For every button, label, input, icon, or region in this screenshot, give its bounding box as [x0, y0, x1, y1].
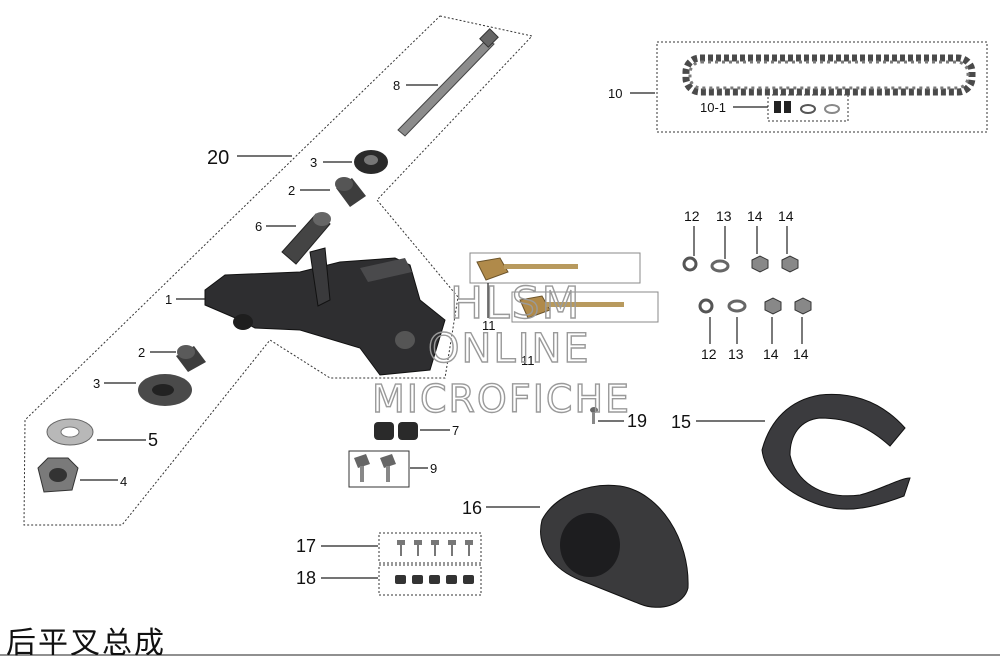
flat-washer [46, 418, 94, 446]
flat-washer-13b [727, 299, 747, 313]
bushing-top [335, 177, 366, 207]
hex-nut-14c [764, 297, 782, 315]
bolt17-box [378, 532, 482, 564]
callout-14b: 14 [778, 208, 794, 224]
callout-10-1: 10-1 [700, 100, 726, 115]
callout-14a: 14 [747, 208, 763, 224]
spring-washer-12a [682, 256, 698, 272]
nut18-box [378, 564, 482, 596]
chain-group-outline [656, 41, 988, 133]
chain-adjuster-1 [476, 257, 578, 281]
swingarm-group-outline [23, 15, 533, 526]
pivot-sleeve [281, 212, 331, 265]
hex-nut-14a [751, 255, 769, 273]
flat-washer-13a [710, 259, 730, 273]
callout-5: 5 [148, 430, 158, 450]
callout-13a: 13 [716, 208, 732, 224]
callout-11a: 11 [482, 318, 496, 333]
callout-2-lower: 2 [138, 345, 145, 360]
axle-bolt [397, 28, 499, 137]
watermark-line-2: ONLINE [428, 326, 591, 372]
callout-3-top: 3 [310, 155, 317, 170]
watermark-line-1: HLSM [450, 278, 582, 329]
lower-chain-cover [540, 484, 689, 608]
callout-7: 7 [452, 423, 459, 438]
watermark-line-3: MICROFICHE [372, 377, 631, 421]
drive-chain [682, 54, 976, 96]
adjuster-box-1 [469, 252, 641, 284]
callout-16: 16 [462, 498, 482, 518]
callout-2-top: 2 [288, 183, 295, 198]
callout-10: 10 [608, 86, 622, 101]
screw-19 [590, 407, 598, 424]
flange-nut [37, 457, 79, 493]
spring-washer-12b [698, 298, 714, 314]
callout-9: 9 [430, 461, 437, 476]
callout-12a: 12 [684, 208, 700, 224]
callout-6: 6 [255, 219, 262, 234]
upper-chain-guard [761, 393, 911, 510]
adjuster-box-2 [511, 291, 659, 323]
hex-nut-14b [781, 255, 799, 273]
callout-20: 20 [207, 147, 229, 169]
rubber-bushings [374, 422, 418, 440]
chain-master-link [774, 101, 840, 114]
callout-14c: 14 [763, 346, 779, 362]
callout-4: 4 [120, 474, 127, 489]
callout-1: 1 [165, 292, 172, 307]
bolt9-box [348, 450, 410, 488]
chain-adjuster-2 [519, 295, 624, 319]
callout-12b: 12 [701, 346, 717, 362]
callout-19: 19 [627, 411, 647, 431]
callout-17: 17 [296, 536, 316, 556]
leader-lines [80, 84, 803, 579]
callout-14d: 14 [793, 346, 809, 362]
bushing-lower [176, 345, 206, 372]
bushing-cap-top [354, 150, 388, 174]
bolts-9 [354, 454, 396, 482]
bushing-cap-lower [138, 374, 192, 406]
hex-nut-14d [794, 297, 812, 315]
callout-3-lower: 3 [93, 376, 100, 391]
clip-nuts-18 [395, 575, 474, 584]
callout-11b: 11 [521, 353, 535, 368]
callout-8: 8 [393, 78, 400, 93]
screws-17 [397, 540, 473, 556]
callout-15: 15 [671, 412, 691, 432]
callout-13b: 13 [728, 346, 744, 362]
page-title: 后平叉总成 [6, 626, 166, 661]
callout-18: 18 [296, 568, 316, 588]
callouts: 20 8 3 2 6 1 2 3 5 4 10 10-1 11 11 12 13… [93, 78, 809, 588]
watermark: HLSM ONLINE MICROFICHE [371, 277, 631, 421]
swing-arm [204, 247, 446, 376]
